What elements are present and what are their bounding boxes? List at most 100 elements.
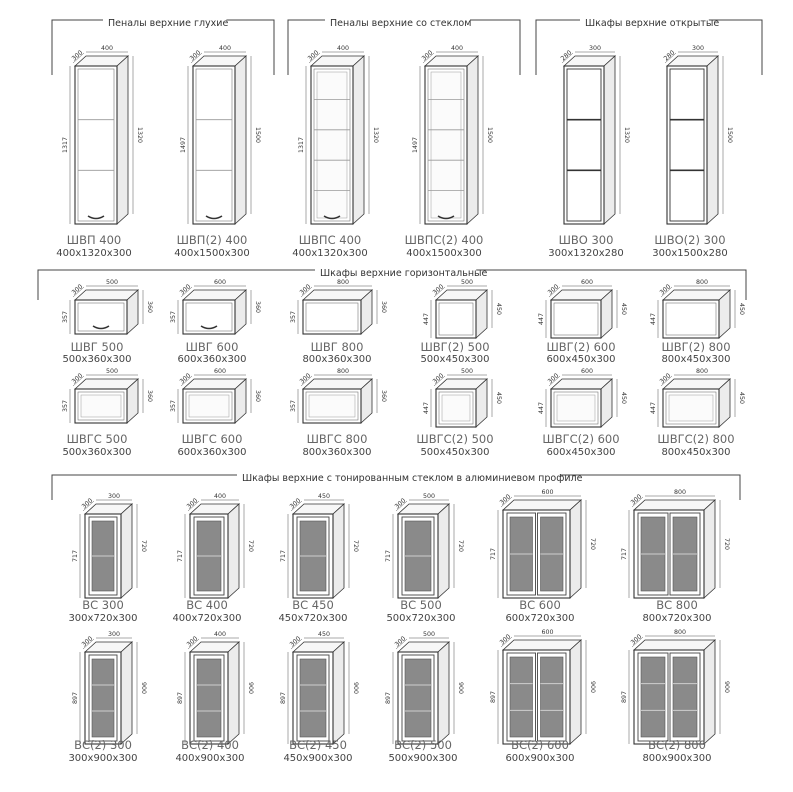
width-dim-label: 600: [581, 279, 593, 286]
cabinet-name: ШВП(2) 400: [177, 233, 248, 247]
cabinet-name: ШВГС(2) 800: [657, 432, 734, 446]
width-dim-label: 600: [541, 629, 553, 636]
cabinet-dims: 400x1320x300: [56, 248, 131, 259]
section-bracket-right: [470, 19, 521, 75]
width-dim-label: 450: [318, 631, 330, 638]
tinted-glass: [640, 656, 666, 738]
width-dim-label: 600: [214, 368, 226, 375]
height-dim-label-left: 447: [650, 313, 657, 325]
glass-panel: [668, 394, 714, 422]
depth-dim-line: [422, 52, 435, 64]
cabinet-door: [438, 302, 474, 336]
cabinet-dims: 300x900x300: [68, 753, 137, 764]
depth-dim-line: [561, 52, 574, 64]
cabinet-top: [301, 378, 374, 390]
width-dim-label: 500: [106, 368, 118, 375]
cabinet-dims: 400x900x300: [175, 753, 244, 764]
height-dim-label-right: 720: [352, 540, 359, 552]
cabinet-name: ШВГ(2) 600: [546, 340, 615, 354]
width-dim-label: 500: [106, 279, 118, 286]
cabinet-inner: [669, 68, 705, 222]
section-title: Шкафы верхние с тонированным стеклом в а…: [242, 473, 583, 484]
glass-panel: [556, 394, 596, 422]
cabinet-dims: 300x1320x280: [548, 248, 623, 259]
height-dim-label-left: 447: [538, 313, 545, 325]
cabinet-top: [501, 499, 583, 511]
cabinet-side: [116, 55, 129, 225]
height-dim-label-right: 360: [146, 390, 153, 402]
height-dim-label-right: 720: [457, 540, 464, 552]
depth-dim-line: [631, 496, 644, 508]
cabinet-front: [192, 65, 236, 225]
cabinet-dims: 400x720x300: [172, 613, 241, 624]
cabinet-top: [661, 378, 732, 390]
cabinet-side: [706, 55, 719, 225]
height-dim-label-left: 447: [538, 402, 545, 414]
depth-dim-line: [631, 636, 644, 648]
cabinet-name: ШВГ(2) 800: [661, 340, 730, 354]
depth-dim-line: [300, 375, 313, 387]
cabinet-dims: 450x720x300: [278, 613, 347, 624]
cabinet-door: [195, 68, 233, 222]
cabinet-door: [438, 391, 474, 425]
cabinet-side: [234, 55, 247, 225]
cabinet-name: ШВП 400: [67, 233, 121, 247]
width-dim-label: 300: [108, 493, 120, 500]
cabinet-dims: 600x450x300: [546, 354, 615, 365]
width-dim-label: 800: [337, 368, 349, 375]
depth-dim-line: [72, 375, 85, 387]
cabinet-dims: 600x360x300: [177, 354, 246, 365]
depth-dim-line: [190, 52, 203, 64]
tinted-glass: [404, 658, 432, 738]
height-dim-label-left: 1497: [180, 137, 187, 153]
depth-dim-line: [72, 286, 85, 298]
height-dim-label-right: 900: [457, 682, 464, 694]
depth-dim-line: [82, 638, 95, 650]
cabinet-side: [437, 503, 450, 599]
cabinet-name: ШВПС 400: [299, 233, 361, 247]
depth-dim-line: [180, 375, 193, 387]
cabinet-dims: 600x450x300: [546, 447, 615, 458]
cabinet-dims: 500x450x300: [420, 354, 489, 365]
cabinet-dims: 400x1500x300: [406, 248, 481, 259]
height-dim-label-left: 1317: [298, 137, 305, 153]
height-dim-label-right: 1320: [372, 127, 379, 143]
height-dim-label-left: 717: [621, 548, 628, 560]
width-dim-label: 600: [214, 279, 226, 286]
width-dim-label: 600: [581, 368, 593, 375]
section-bracket-right: [226, 19, 275, 75]
cabinet-dims: 500x450x300: [420, 447, 489, 458]
cabinet-name: ШВГС 600: [182, 432, 243, 446]
section-bracket-left: [287, 19, 325, 75]
height-dim-label-right: 450: [620, 303, 627, 315]
height-dim-label-left: 357: [62, 311, 69, 323]
cabinet-door: [305, 391, 359, 421]
depth-dim-line: [548, 286, 561, 298]
cabinet-side: [120, 641, 133, 745]
section-bracket-left: [51, 19, 103, 75]
height-dim-label-right: 720: [589, 538, 596, 550]
cabinet-side: [227, 503, 240, 599]
glass-panel: [430, 71, 462, 219]
cabinet-dims: 400x1500x300: [174, 248, 249, 259]
height-dim-label-right: 720: [247, 540, 254, 552]
cabinet-front: [662, 299, 720, 339]
width-dim-label: 300: [692, 45, 704, 52]
width-dim-label: 500: [461, 368, 473, 375]
height-dim-label-right: 450: [738, 392, 745, 404]
glass-panel: [441, 394, 471, 422]
depth-dim-line: [500, 496, 513, 508]
cabinet-name: ШВГ 600: [186, 340, 239, 354]
height-dim-label-right: 900: [247, 682, 254, 694]
cabinet-dims: 400x1320x300: [292, 248, 367, 259]
